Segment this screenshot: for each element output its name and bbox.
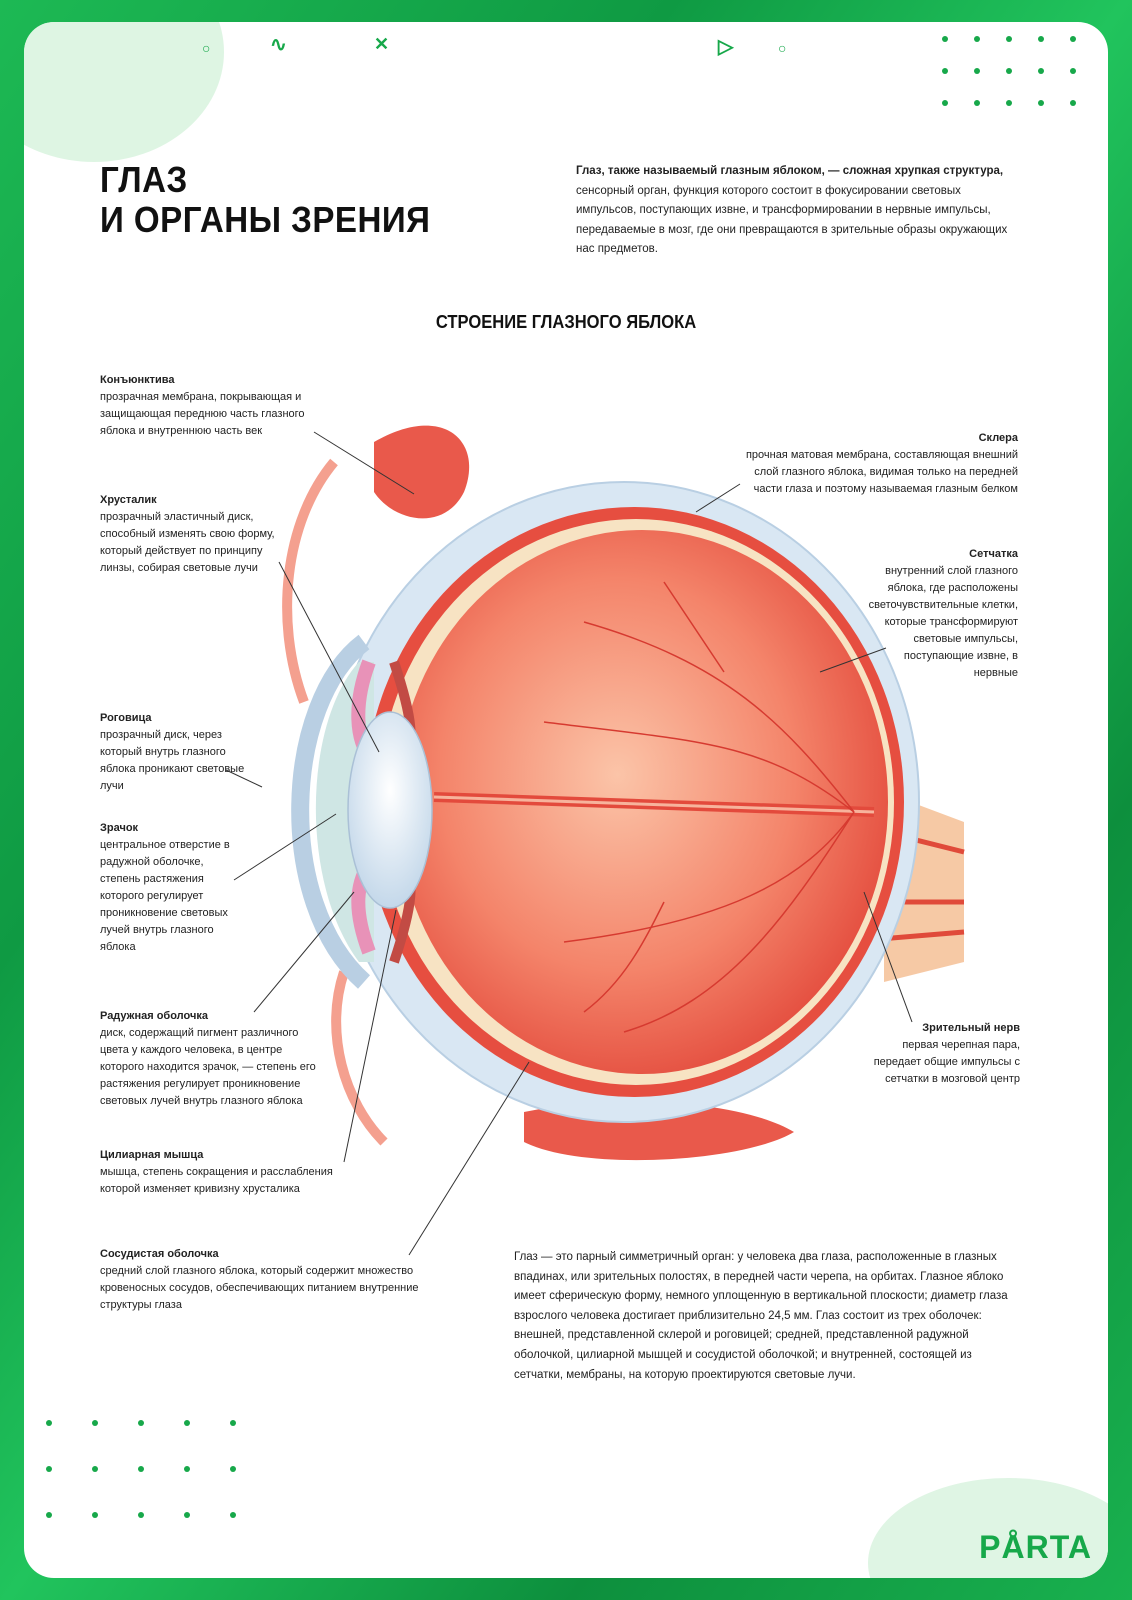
label-heading: Хрусталик: [100, 494, 157, 506]
label-text: прозрачный эластичный диск, способный из…: [100, 511, 275, 574]
label-ciliary-muscle: Цилиарная мышца мышца, степень сокращени…: [100, 1147, 340, 1198]
blood-vessels: [543, 581, 855, 1033]
dot-grid: [46, 1420, 276, 1558]
lens-shape: [347, 711, 433, 909]
muscle: [374, 425, 470, 519]
label-heading: Радужная оболочка: [100, 1010, 208, 1022]
title-line: И ОРГАНЫ ЗРЕНИЯ: [100, 199, 431, 240]
page-title: ГЛАЗ И ОРГАНЫ ЗРЕНИЯ: [100, 160, 430, 240]
eye-diagram: [225, 425, 965, 1256]
intro-text: сенсорный орган, функция которого состои…: [576, 184, 1008, 256]
label-iris: Радужная оболочка диск, содержащий пигме…: [100, 1008, 322, 1110]
label-heading: Роговица: [100, 712, 152, 724]
label-conjunctiva: Конъюнктива прозрачная мембрана, покрыва…: [100, 372, 340, 440]
section-highlight: [433, 795, 875, 814]
label-retina: Сетчатка внутренний слой глазного яблока…: [858, 546, 1018, 682]
label-cornea: Роговица прозрачный диск, через который …: [100, 710, 250, 795]
label-text: прочная матовая мембрана, составляющая в…: [745, 449, 1018, 495]
label-text: первая черепная пара, передает общие имп…: [873, 1039, 1020, 1085]
eyelid: [282, 458, 338, 704]
label-text: прозрачная мембрана, покрывающая и защищ…: [100, 391, 305, 437]
poster-card: ○ ∿ ✕ ▷ ○ ГЛАЗ И ОРГАНЫ ЗРЕНИЯ Глаз, так…: [24, 22, 1108, 1578]
label-text: внутренний слой глазного яблока, где рас…: [868, 565, 1018, 679]
brand-logo: PÅRTA: [979, 1529, 1092, 1565]
circle-icon: ○: [778, 40, 787, 56]
label-text: центральное отверстие в радужной оболочк…: [100, 839, 230, 953]
label-heading: Склера: [978, 432, 1018, 444]
label-heading: Сосудистая оболочка: [100, 1248, 219, 1260]
intro-bold: Глаз, также называемый глазным яблоком, …: [576, 165, 1004, 177]
dot-grid: [942, 36, 1102, 132]
cornea-shape: [291, 634, 371, 989]
diagram-title: СТРОЕНИЕ ГЛАЗНОГО ЯБЛОКА: [435, 312, 697, 332]
title-line: ГЛАЗ: [100, 159, 188, 200]
label-heading: Цилиарная мышца: [100, 1149, 204, 1161]
label-heading: Зрачок: [100, 822, 139, 834]
play-icon: ▷: [718, 36, 734, 58]
label-heading: Конъюнктива: [100, 374, 175, 386]
intro-paragraph: Глаз, также называемый глазным яблоком, …: [576, 162, 1016, 260]
footer-paragraph: Глаз — это парный симметричный орган: у …: [514, 1251, 1008, 1381]
label-text: средний слой глазного яблока, который со…: [100, 1265, 419, 1311]
label-heading: Сетчатка: [969, 548, 1018, 560]
label-text: мышца, степень сокращения и расслабления…: [100, 1166, 333, 1195]
label-heading: Зрительный нерв: [922, 1022, 1020, 1034]
label-pupil: Зрачок центральное отверстие в радужной …: [100, 820, 245, 956]
label-text: диск, содержащий пигмент различного цвет…: [100, 1027, 316, 1107]
label-sclera: Склера прочная матовая мембрана, составл…: [728, 430, 1018, 498]
squiggle-icon: ∿: [270, 34, 287, 56]
label-optic-nerve: Зрительный нерв первая черепная пара, пе…: [868, 1020, 1020, 1088]
label-choroid: Сосудистая оболочка средний слой глазног…: [100, 1246, 440, 1314]
circle-icon: ○: [202, 40, 211, 56]
label-text: прозрачный диск, через который внутрь гл…: [100, 729, 245, 792]
cross-icon: ✕: [374, 34, 390, 54]
eyelid: [331, 970, 388, 1146]
leader-lines: [225, 431, 913, 1256]
label-lens: Хрусталик прозрачный эластичный диск, сп…: [100, 492, 300, 577]
